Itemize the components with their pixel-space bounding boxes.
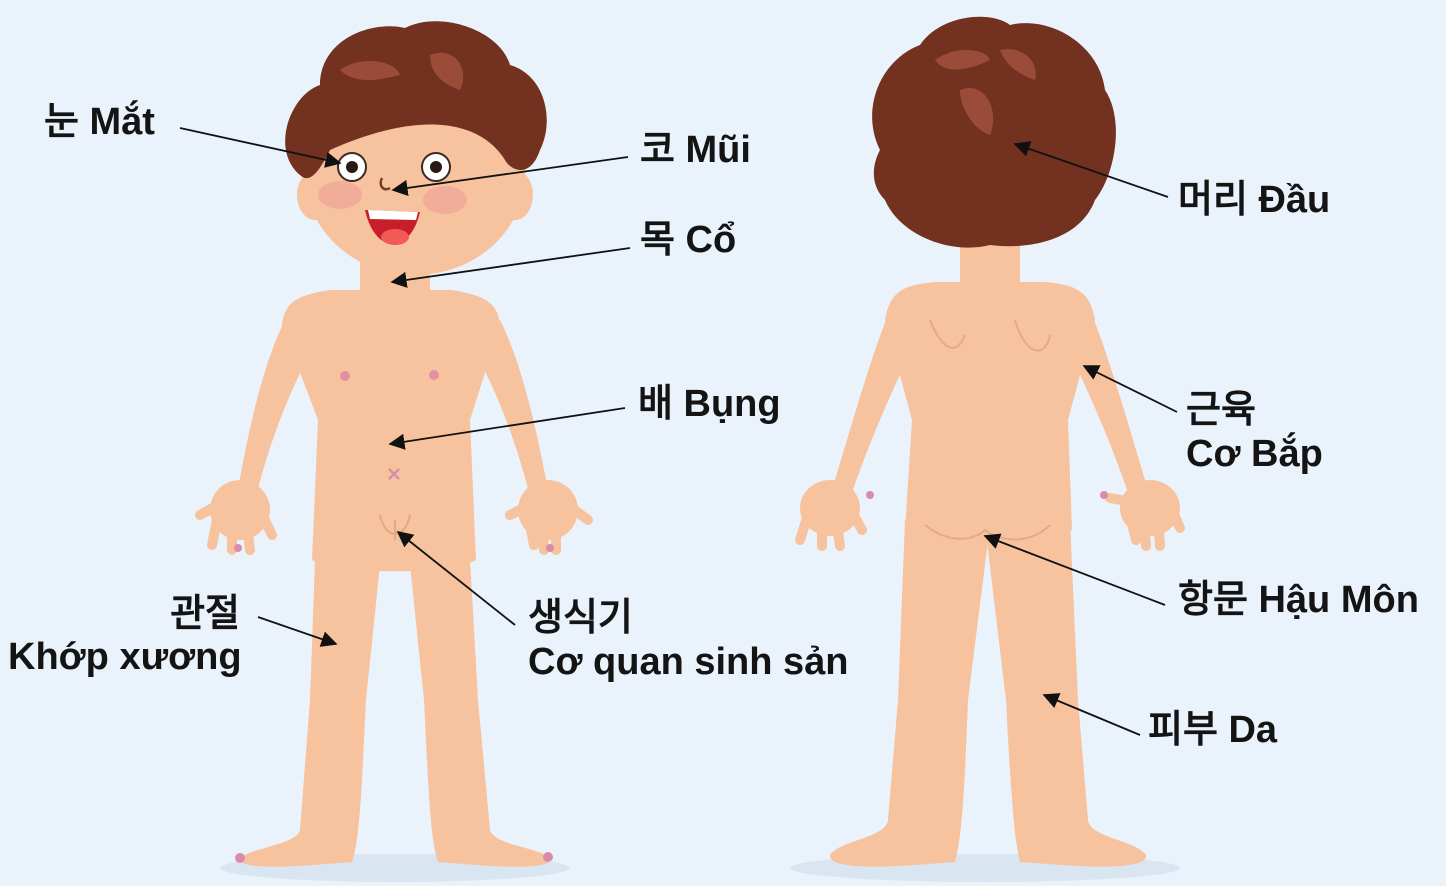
label-genital-vi: Cơ quan sinh sản bbox=[528, 640, 849, 684]
label-joint-vi: Khớp xương bbox=[8, 635, 242, 679]
label-belly: 배 Bụng bbox=[638, 382, 781, 426]
label-nose: 코 Mũi bbox=[640, 128, 751, 172]
label-eye: 눈 Mắt bbox=[44, 100, 155, 144]
label-neck: 목 Cổ bbox=[640, 218, 736, 262]
label-joint-ko: 관절 bbox=[0, 592, 240, 636]
label-skin: 피부 Da bbox=[1148, 708, 1277, 752]
label-genital-ko: 생식기 bbox=[528, 596, 633, 640]
label-muscle-vi: Cơ Bắp bbox=[1186, 432, 1323, 476]
label-muscle-ko: 근육 bbox=[1186, 388, 1256, 432]
back-boy-figure bbox=[800, 17, 1180, 867]
label-head: 머리 Đầu bbox=[1178, 178, 1330, 222]
label-anus: 항문 Hậu Môn bbox=[1178, 578, 1419, 622]
